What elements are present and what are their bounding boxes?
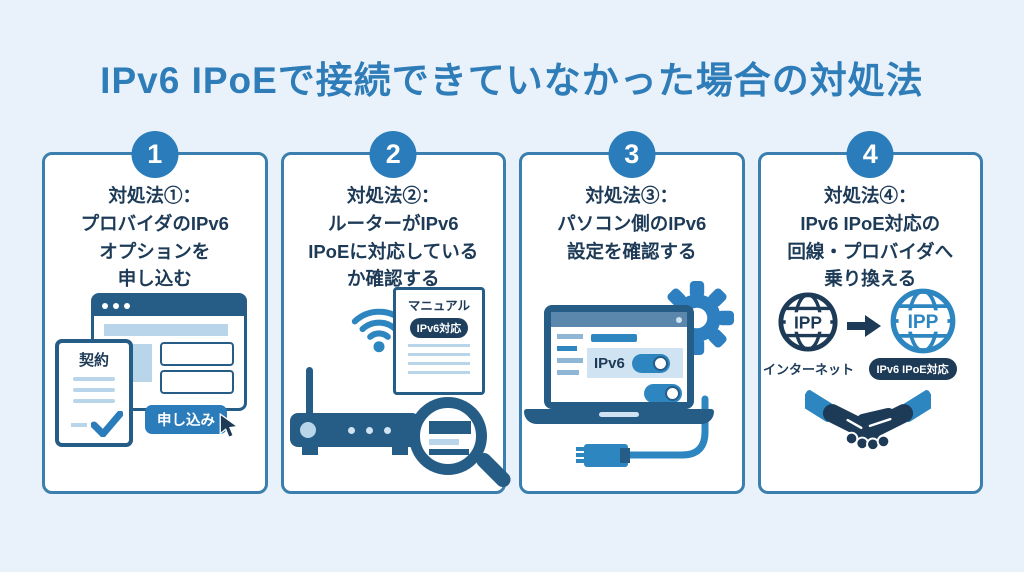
sidebar-line (557, 346, 577, 351)
router-foot (391, 445, 408, 455)
switch-provider-illustration: IPP IPP インターネット IPv6 IPoE対応 (761, 287, 981, 483)
switch-arrow-icon (846, 315, 881, 337)
sidebar-line (557, 358, 583, 363)
cursor-icon (219, 413, 240, 439)
step-number-badge: 3 (608, 131, 656, 178)
document-text-line (73, 388, 115, 392)
secondary-toggle-on (644, 384, 682, 402)
heading-line: IPoEに対応している (308, 240, 479, 262)
laptop-icon: IPv6 (544, 305, 694, 409)
heading-line: ルーターがIPv6 (327, 212, 459, 234)
checkmark-icon (91, 411, 123, 437)
heading-line: 乗り換える (824, 268, 917, 290)
globe-text: IPP (907, 312, 938, 333)
heading-line: 対処法①： (108, 185, 201, 206)
document-text-line (71, 423, 87, 427)
document-text-line (408, 344, 470, 347)
heading-line: IPv6 IPoE対応の (800, 212, 941, 234)
manual-label: マニュアル (407, 299, 471, 313)
apply-button: 申し込み (145, 405, 227, 434)
globe-text: IPP (793, 312, 821, 332)
router-check-illustration: マニュアル IPv6対応 (284, 287, 514, 491)
solution-card-1: 1 対処法①： プロバイダのIPv6 オプションを 申し込む (42, 131, 268, 494)
heading-line: か確認する (346, 268, 440, 290)
laptop-base (524, 409, 714, 424)
form-field (160, 370, 234, 394)
window-titlebar (551, 312, 687, 327)
heading-line: 対処法③： (585, 185, 678, 206)
heading-line: 申し込む (117, 268, 192, 290)
solution-card-3: 3 対処法③： パソコン側のIPv6 設定を確認する (519, 131, 745, 494)
card-heading: 対処法④： IPv6 IPoE対応の 回線・プロバイダへ 乗り換える (761, 182, 981, 293)
window-dot (102, 303, 108, 309)
magnifier-icon (409, 397, 487, 475)
document-text-line (408, 362, 470, 365)
ipoe-globe-icon: IPP (890, 288, 955, 354)
magnified-text-block (429, 421, 471, 434)
router-led (299, 422, 316, 438)
card-heading: 対処法②： ルーターがIPv6 IPoEに対応している か確認する (284, 182, 504, 293)
page-title: IPv6 IPoEで接続できていなかった場合の対処法 (100, 60, 924, 101)
manual-document-icon: マニュアル IPv6対応 (393, 287, 485, 395)
solution-card-4: 4 対処法④： IPv6 IPoE対応の 回線・プロバイダへ 乗り換える IPP (757, 131, 983, 494)
router-icon (289, 413, 420, 447)
solution-card-2: 2 対処法②： ルーターがIPv6 IPoEに対応している か確認する マニュア… (280, 131, 514, 494)
sidebar-line (557, 334, 583, 339)
toggle-knob (652, 355, 668, 371)
contract-label: 契約 (78, 352, 109, 369)
heading-line: パソコン側のIPv6 (557, 212, 707, 234)
window-dot (676, 317, 682, 323)
handshake-icon (804, 390, 931, 452)
pc-settings-illustration: IPv6 (522, 281, 742, 483)
laptop-notch (599, 412, 639, 417)
heading-line: 設定を確認する (566, 240, 697, 262)
ipv6-support-badge: IPv6対応 (409, 318, 469, 338)
magnified-text-block (429, 449, 469, 455)
ipv6-toggle-on (631, 353, 670, 373)
router-dot (347, 427, 355, 434)
document-text-line (73, 399, 115, 403)
internet-globe-icon: IPP (777, 292, 838, 352)
ipv6-setting-label: IPv6 (594, 354, 625, 372)
heading-line: 回線・プロバイダへ (787, 240, 954, 262)
heading-line: オプションを (99, 240, 211, 262)
ipv6-setting-row: IPv6 (587, 348, 683, 378)
step-number-badge: 2 (369, 131, 417, 178)
step-number-badge: 4 (846, 131, 894, 178)
toggle-knob (665, 386, 680, 401)
heading-line: 対処法④： (823, 185, 917, 206)
document-text-line (408, 371, 470, 374)
window-dot (113, 303, 119, 309)
ipv6-ipoe-badge: IPv6 IPoE対応 (868, 358, 957, 380)
card-heading: 対処法③： パソコン側のIPv6 設定を確認する (522, 182, 742, 265)
document-text-line (73, 377, 115, 381)
solution-cards-row: 1 対処法①： プロバイダのIPv6 オプションを 申し込む (42, 131, 983, 494)
address-bar (104, 324, 228, 336)
router-dot (383, 427, 391, 434)
router-foot (301, 445, 318, 455)
document-text-line (408, 353, 470, 356)
magnified-text-block (429, 439, 459, 445)
window-dot (124, 303, 130, 309)
browser-titlebar (94, 296, 244, 316)
router-dot (365, 427, 373, 434)
step-number-badge: 1 (131, 131, 179, 178)
settings-section-bar (591, 334, 637, 342)
heading-line: プロバイダのIPv6 (80, 212, 229, 234)
form-field (160, 342, 234, 366)
router-antenna (305, 367, 313, 419)
signup-illustration: 申し込み 契約 (45, 287, 265, 483)
ethernet-cable-icon (576, 395, 709, 467)
card-heading: 対処法①： プロバイダのIPv6 オプションを 申し込む (45, 182, 265, 293)
heading-line: 対処法②： (346, 185, 440, 206)
laptop-screen-content: IPv6 (551, 312, 687, 402)
internet-label: インターネット (762, 362, 854, 377)
contract-document-icon: 契約 (55, 339, 133, 447)
sidebar-line (557, 370, 579, 375)
